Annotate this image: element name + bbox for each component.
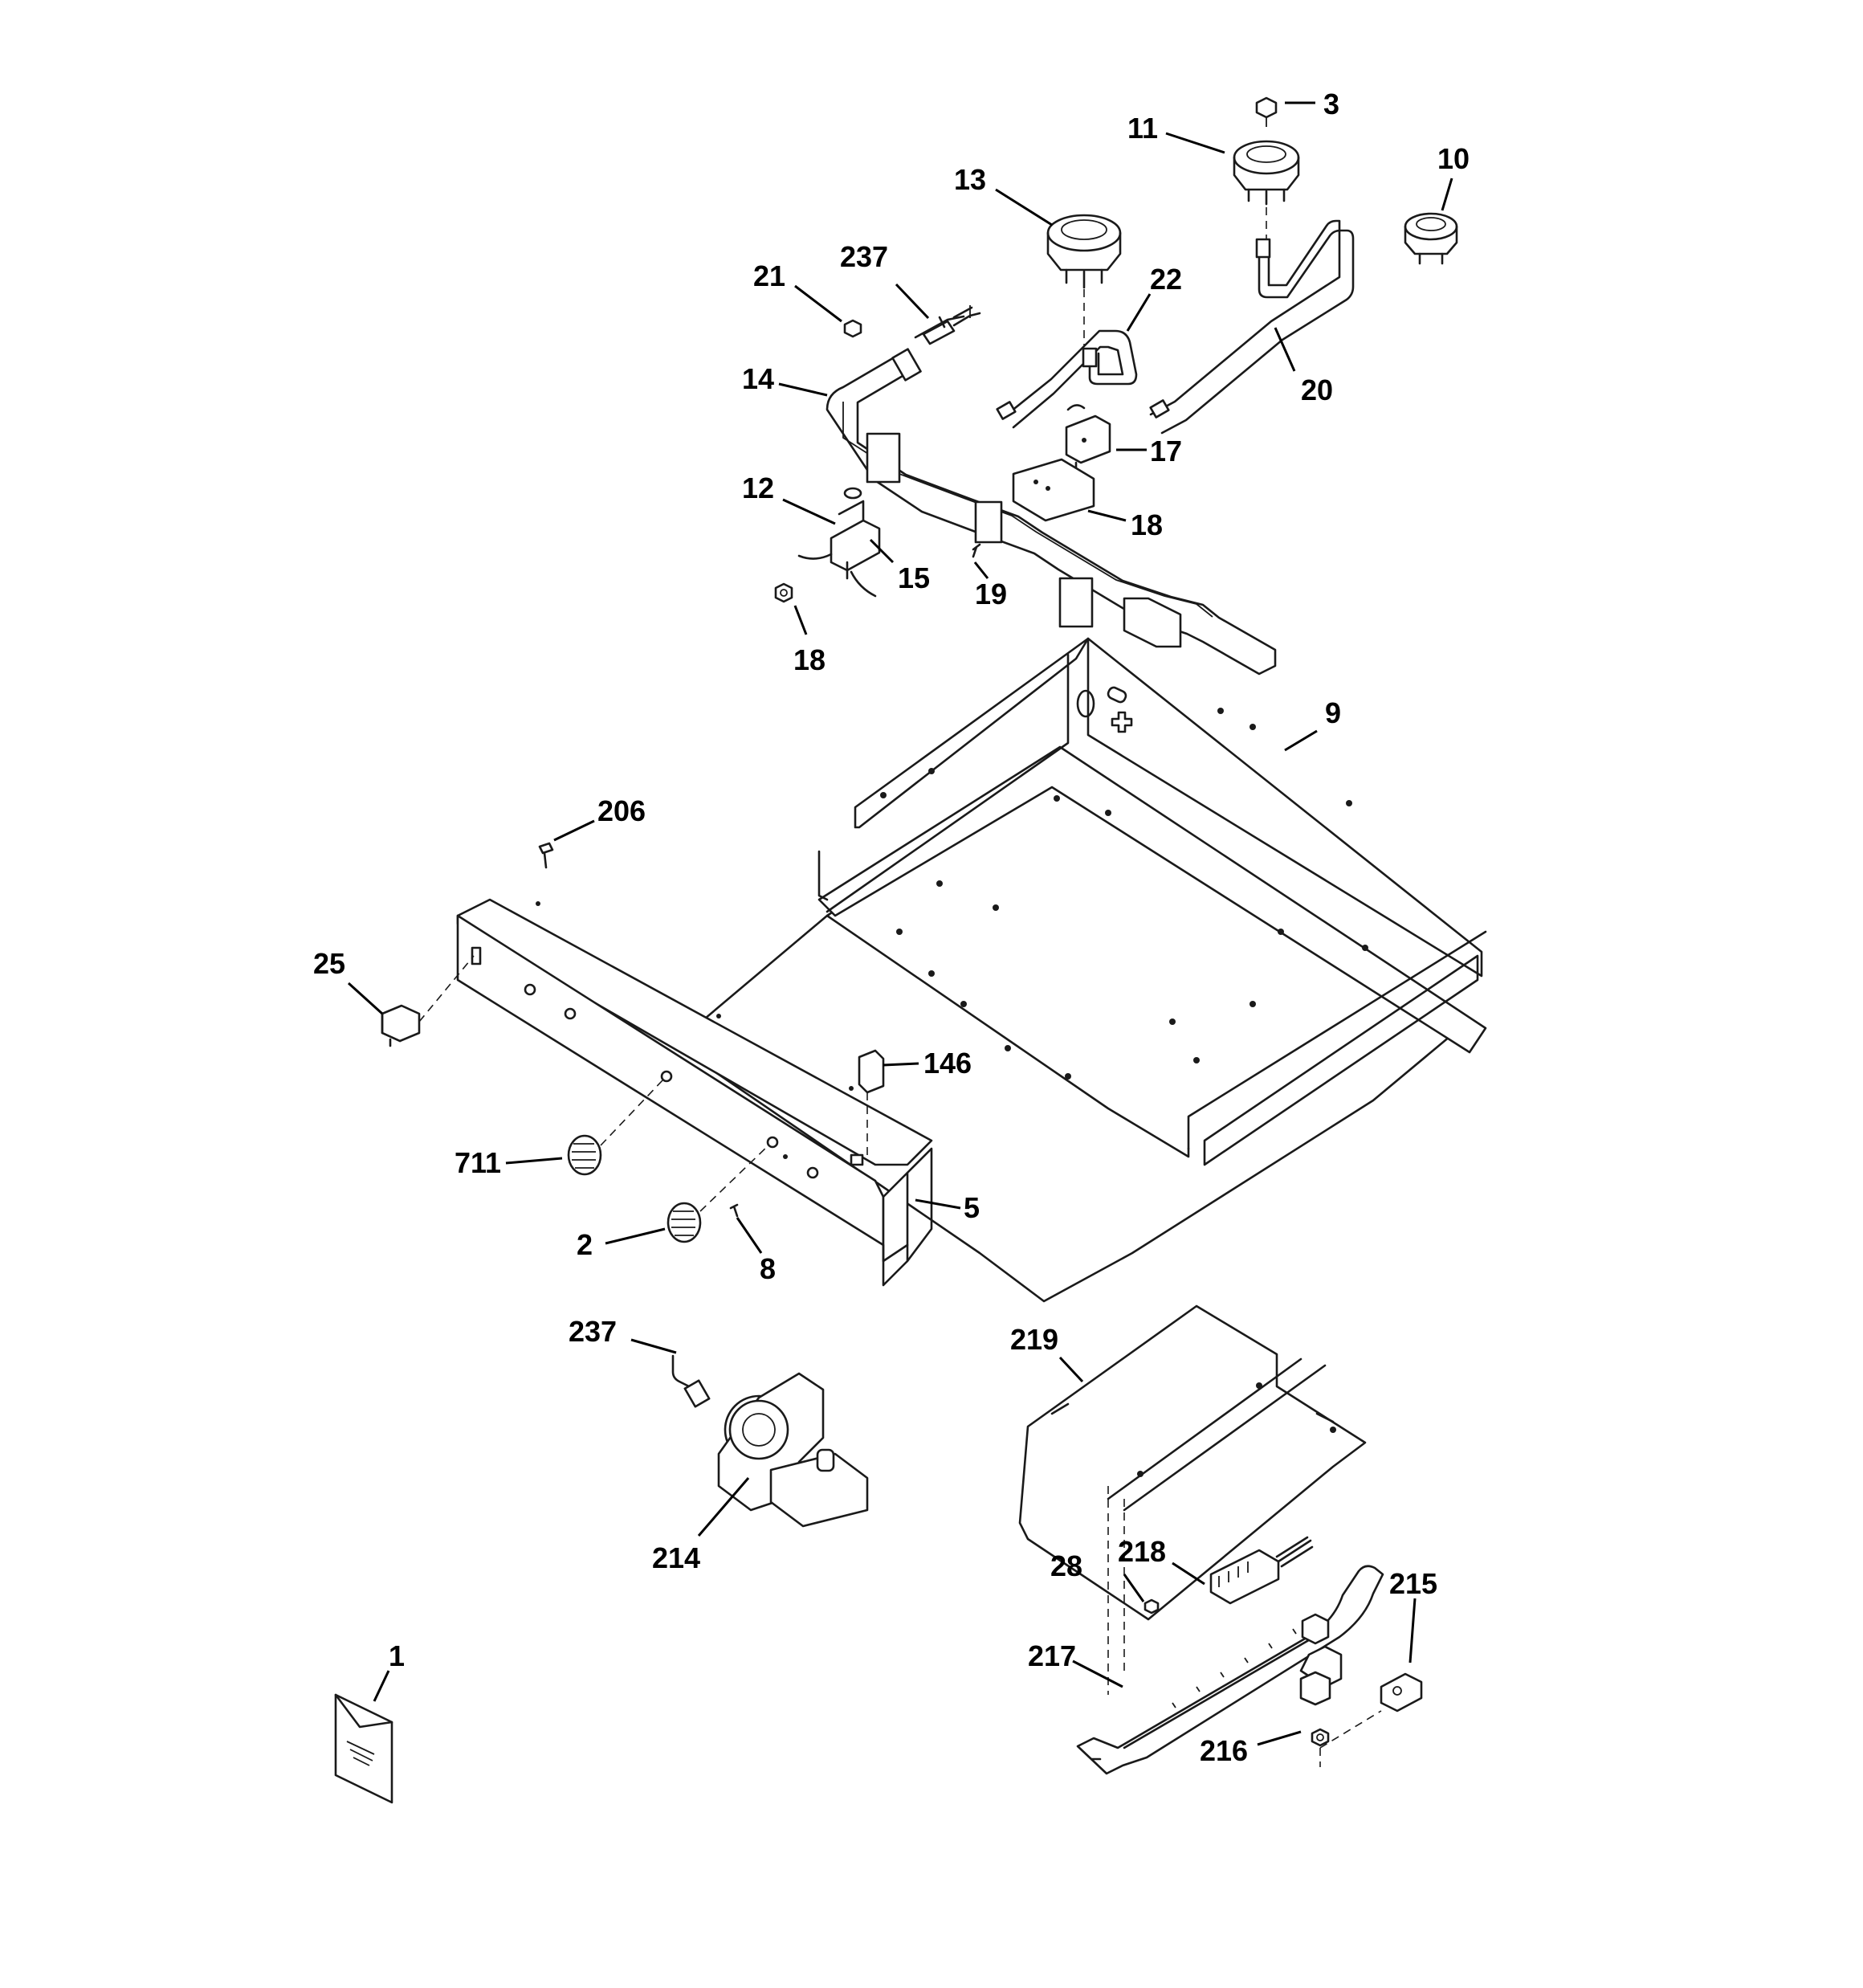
callout-22: 22	[1150, 263, 1182, 296]
callout-219: 219	[1010, 1323, 1058, 1356]
oven-valve-214	[671, 1354, 869, 1528]
callout-10: 10	[1437, 142, 1470, 175]
igniter-218	[1209, 1536, 1314, 1605]
clip-146	[858, 1049, 885, 1157]
callout-9: 9	[1325, 696, 1341, 729]
callout-14: 14	[742, 362, 774, 395]
screw-19	[972, 543, 981, 558]
screw-28	[1143, 1598, 1160, 1614]
callout-18-right: 18	[1131, 508, 1163, 541]
literature-envelope-1	[334, 1693, 393, 1804]
callout-13: 13	[954, 163, 986, 196]
callout-17: 17	[1150, 435, 1182, 467]
leaders	[347, 101, 1453, 1746]
burner-head-11	[1233, 140, 1300, 206]
callout-217: 217	[1028, 1639, 1076, 1672]
orifice-hood-216	[1299, 1613, 1382, 1767]
orifice-fitting-237	[922, 305, 981, 345]
callout-237-top: 237	[840, 240, 888, 273]
callout-214: 214	[652, 1541, 700, 1574]
igniter-switch-12	[797, 487, 881, 598]
burner-head-10	[1404, 212, 1458, 265]
screw-8	[729, 1203, 739, 1218]
callout-218: 218	[1118, 1535, 1166, 1568]
screw-21	[843, 319, 862, 338]
burner-tube-22	[996, 329, 1138, 429]
callout-21: 21	[753, 259, 785, 292]
control-panel-5	[456, 898, 933, 1287]
callout-19: 19	[975, 578, 1007, 610]
callout-28: 28	[1050, 1549, 1082, 1582]
burner-tube-20	[1149, 219, 1355, 435]
callout-5: 5	[964, 1191, 980, 1224]
burner-head-13	[1046, 214, 1122, 289]
bracket-215	[1380, 1672, 1423, 1712]
nut-18-left	[774, 582, 793, 603]
lamp-switch-25	[381, 1004, 421, 1047]
callout-11: 11	[1127, 112, 1158, 145]
knob-2	[667, 1202, 702, 1243]
knob-711	[567, 1134, 602, 1176]
callout-15: 15	[898, 561, 930, 594]
callout-146: 146	[923, 1047, 972, 1080]
callout-237-bottom: 237	[569, 1315, 617, 1348]
bracket-18-right	[1012, 458, 1095, 522]
callout-215: 215	[1389, 1567, 1437, 1600]
callout-206: 206	[597, 794, 646, 827]
callout-8: 8	[760, 1252, 776, 1285]
baffle-219	[1018, 1304, 1367, 1621]
callout-2: 2	[577, 1228, 593, 1261]
gas-manifold-14	[826, 315, 1277, 676]
callout-216: 216	[1200, 1734, 1248, 1767]
bracket-17	[1065, 404, 1111, 472]
callout-1: 1	[389, 1639, 405, 1672]
callout-18-left: 18	[793, 643, 826, 676]
callout-20: 20	[1301, 374, 1333, 406]
callout-25: 25	[313, 947, 345, 980]
burner-head-3-screw	[1255, 96, 1278, 127]
callout-3: 3	[1323, 88, 1339, 120]
screw-206	[538, 842, 554, 869]
burner-box-9	[673, 637, 1487, 1303]
callout-711: 711	[455, 1146, 501, 1179]
callout-12: 12	[742, 471, 774, 504]
callout-labels: 3 11 10 13 21 237 22 14 20 17 12 18 15 1…	[313, 88, 1470, 1767]
